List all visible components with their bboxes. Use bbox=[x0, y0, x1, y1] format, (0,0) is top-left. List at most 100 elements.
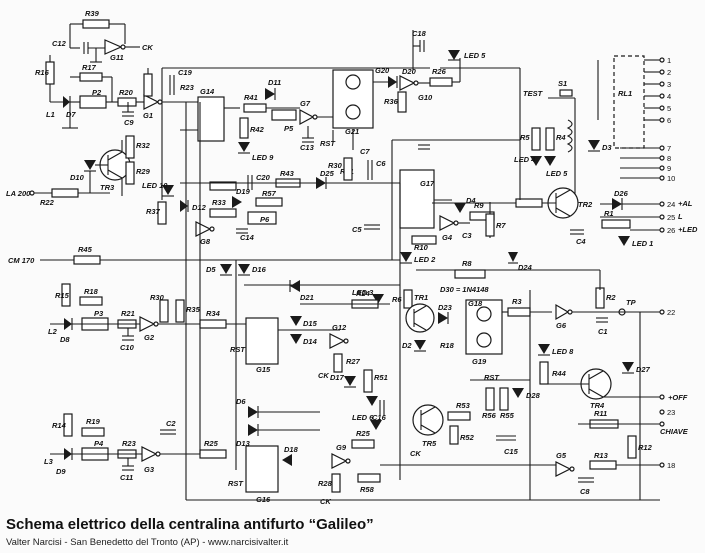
led2-led bbox=[400, 252, 412, 262]
g2-label: G2 bbox=[144, 333, 155, 342]
r30-resistor bbox=[343, 157, 353, 181]
r2-label: R2 bbox=[606, 293, 616, 302]
r29-resistor bbox=[125, 161, 135, 185]
g16-block: R25 D6 D13 D18 G16 RST G9 R25 R28 R58 CK… bbox=[199, 397, 675, 506]
led1-label: LED 1 bbox=[632, 239, 653, 248]
c4-label: C4 bbox=[576, 237, 586, 246]
led5-top-label: LED 5 bbox=[464, 51, 486, 60]
led3-led bbox=[372, 294, 384, 304]
d4-diode bbox=[454, 203, 466, 213]
c7-label: C7 bbox=[360, 147, 370, 156]
g15-label: G15 bbox=[256, 365, 271, 374]
r10-resistor bbox=[411, 235, 437, 245]
d13-diode bbox=[248, 424, 258, 436]
d16-label: D16 bbox=[252, 265, 267, 274]
cm170-label: CM 170 bbox=[8, 256, 35, 265]
p6-potentiometer bbox=[247, 211, 277, 225]
g7-label: G7 bbox=[300, 99, 311, 108]
d2-label: D2 bbox=[402, 341, 412, 350]
r30b-resistor bbox=[159, 299, 169, 323]
tr3-block: TR3 D10 R22 R32 R29 LA 200 bbox=[6, 135, 151, 207]
r34-resistor bbox=[199, 319, 227, 329]
d28-label: D28 bbox=[526, 391, 541, 400]
r51-resistor bbox=[363, 369, 373, 393]
g17-label: G17 bbox=[420, 179, 435, 188]
r44-resistor bbox=[539, 361, 549, 385]
d8-label: D8 bbox=[60, 335, 70, 344]
led1-led bbox=[618, 236, 630, 246]
r9-label: R9 bbox=[474, 201, 484, 210]
d21-diode bbox=[290, 280, 300, 292]
ck4-label: CK bbox=[320, 497, 331, 506]
g9-gate bbox=[331, 453, 348, 469]
r37-label: R37 bbox=[146, 207, 161, 216]
terminal-8-label: 8 bbox=[667, 154, 671, 163]
tr5-label: TR5 bbox=[422, 439, 437, 448]
r4-resistor bbox=[545, 127, 555, 151]
d13-label: D13 bbox=[236, 439, 251, 448]
led8-label: LED 8 bbox=[552, 347, 574, 356]
r53-label: R53 bbox=[456, 401, 471, 410]
g3-label: G3 bbox=[144, 465, 155, 474]
c11-label: C11 bbox=[120, 473, 133, 482]
ck2-label: CK bbox=[318, 371, 329, 380]
cm170-block: CM 170 R45 D5 D16 D21 LED 3 bbox=[8, 245, 400, 304]
d20-diode bbox=[388, 76, 397, 88]
c8-label: C8 bbox=[580, 487, 590, 496]
d24-label: D24 bbox=[518, 263, 533, 272]
r58-resistor bbox=[357, 473, 381, 483]
rl1-relay-contacts bbox=[613, 55, 645, 149]
terminal-26 bbox=[659, 227, 665, 233]
led9-label: LED 9 bbox=[252, 153, 274, 162]
terminal-18 bbox=[659, 462, 665, 468]
terminal-strip: 1 2 3 4 5 6 7 8 9 10 24 25 26 bbox=[600, 56, 675, 235]
terminal-9 bbox=[659, 165, 665, 171]
p2-label: P2 bbox=[92, 88, 102, 97]
terminal-5 bbox=[659, 105, 665, 111]
g6-gate bbox=[555, 303, 570, 321]
p4-label: P4 bbox=[94, 439, 104, 448]
c10-label: C10 bbox=[120, 343, 135, 352]
r17-label: R17 bbox=[82, 63, 97, 72]
r42-label: R42 bbox=[250, 125, 265, 134]
g14-chip bbox=[197, 96, 225, 142]
led5-top-led bbox=[448, 50, 460, 60]
terminal-7-label: 7 bbox=[667, 144, 671, 153]
terminal-3-label: 3 bbox=[667, 80, 671, 89]
r4-label: R4 bbox=[556, 133, 566, 142]
d25-label: D25 bbox=[320, 169, 335, 178]
r25-resistor bbox=[199, 449, 227, 459]
r39-label: R39 bbox=[85, 9, 100, 18]
r18-label: R18 bbox=[84, 287, 99, 296]
r12-resistor bbox=[627, 435, 637, 459]
r58-label: R58 bbox=[360, 485, 375, 494]
g19-label: G19 bbox=[472, 357, 487, 366]
r39-resistor bbox=[82, 19, 110, 29]
d14-label: D14 bbox=[303, 337, 318, 346]
l1-label: L1 bbox=[46, 110, 55, 119]
chiave-label: CHIAVE bbox=[660, 427, 689, 436]
r36-label: R36 bbox=[384, 97, 399, 106]
d25-diode bbox=[316, 177, 326, 189]
terminal-4-label: 4 bbox=[667, 92, 671, 101]
r32-resistor bbox=[125, 135, 135, 159]
r28-label: R28 bbox=[318, 479, 333, 488]
terminal-6-label: 6 bbox=[667, 116, 671, 125]
r32-label: R32 bbox=[136, 141, 151, 150]
r23-label: R23 bbox=[180, 83, 195, 92]
r41-label: R41 bbox=[244, 93, 258, 102]
r8-label: R8 bbox=[462, 259, 472, 268]
terminal-22 bbox=[659, 309, 665, 315]
led10-label: LED 10 bbox=[142, 181, 168, 190]
d15-diode bbox=[290, 316, 302, 326]
r26-resistor bbox=[429, 77, 453, 87]
d12-diode bbox=[180, 200, 188, 212]
g10-gate bbox=[399, 75, 416, 91]
g8-label: G8 bbox=[200, 237, 211, 246]
terminal-18-label: 18 bbox=[667, 461, 675, 470]
r30b-label: R30 bbox=[150, 293, 165, 302]
g14-block: R23 C19 G14 D11 R41 R42 P5 G7 C13 LED 9 bbox=[143, 67, 430, 200]
r2-resistor bbox=[595, 287, 605, 309]
d3-diode bbox=[588, 140, 600, 150]
led6-label: LED 6 bbox=[352, 413, 374, 422]
